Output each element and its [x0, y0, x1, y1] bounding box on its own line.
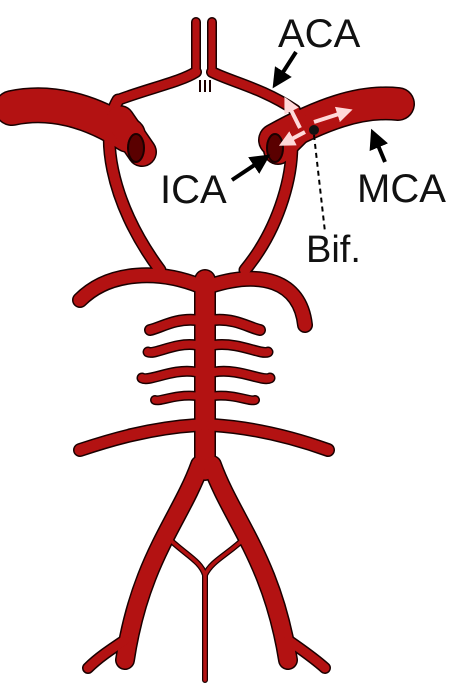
ica-arrow — [230, 154, 271, 182]
bif-dashed-line — [313, 134, 326, 233]
label-aca: ACA — [278, 12, 361, 56]
right-vertebral — [203, 456, 297, 669]
right-pca — [203, 272, 312, 332]
communicating-ticks — [199, 80, 211, 92]
label-ica: ICA — [160, 168, 227, 212]
label-bif: Bif. — [306, 229, 361, 271]
flow-arrows — [278, 96, 353, 146]
right-aca — [207, 67, 300, 115]
label-arrows — [230, 50, 389, 233]
left-pca — [73, 268, 207, 307]
bifurcation-dot-icon — [309, 125, 319, 135]
left-ica-lumen — [127, 133, 145, 163]
aca-arrow — [272, 50, 298, 89]
left-aca — [113, 67, 201, 105]
label-mca: MCA — [357, 167, 446, 211]
vessels — [0, 18, 414, 682]
anterior-spinal — [163, 533, 207, 682]
anterior-cerebral-stem — [192, 18, 216, 76]
mca-arrow — [369, 128, 389, 163]
right-ica-lumen — [266, 133, 284, 163]
left-vertebral — [116, 456, 209, 669]
